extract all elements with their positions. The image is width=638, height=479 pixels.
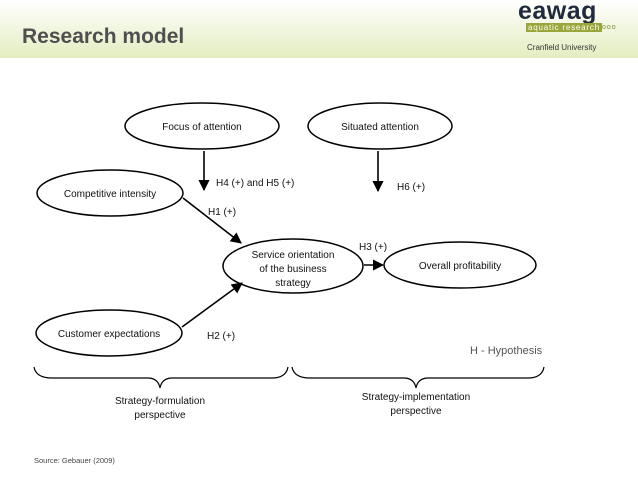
- hypothesis-legend: H - Hypothesis: [470, 345, 543, 357]
- arrow-h1: [182, 197, 242, 244]
- institution-label: Cranfield University: [527, 43, 597, 52]
- node-customer-label: Customer expectations: [58, 329, 160, 340]
- node-focus-of-attention: Focus of attention: [124, 102, 280, 150]
- node-service-label-3: strategy: [275, 278, 311, 289]
- node-competitive-label: Competitive intensity: [64, 189, 156, 200]
- node-profitability-label: Overall profitability: [419, 261, 501, 272]
- hypothesis-h6-label: H6 (+): [397, 182, 425, 193]
- formulation-label-2: perspective: [134, 410, 186, 421]
- formulation-label-1: Strategy-formulation: [115, 396, 205, 407]
- brace-implementation: [291, 366, 545, 389]
- node-service-orientation: Service orientation of the business stra…: [222, 238, 364, 294]
- source-citation: Source: Gebauer (2009): [34, 456, 115, 465]
- node-service-label-2: of the business: [259, 264, 326, 275]
- node-overall-profitability: Overall profitability: [383, 241, 537, 289]
- brace-formulation: [33, 366, 289, 389]
- hypothesis-h1-label: H1 (+): [208, 207, 236, 218]
- implementation-label-1: Strategy-implementation: [362, 392, 470, 403]
- arrow-h2: [181, 282, 243, 328]
- logo-subtitle: aquatic research: [526, 23, 602, 32]
- node-situated-attention: Situated attention: [307, 102, 453, 150]
- hypothesis-h3-label: H3 (+): [359, 242, 387, 253]
- node-situated-label: Situated attention: [341, 122, 419, 133]
- implementation-label-2: perspective: [390, 406, 442, 417]
- hypothesis-h4-h5-label: H4 (+) and H5 (+): [216, 178, 294, 189]
- logo-dots: ooo: [602, 24, 617, 31]
- node-service-label-1: Service orientation: [252, 250, 335, 261]
- node-customer-expectations: Customer expectations: [35, 309, 183, 357]
- hypothesis-h2-label: H2 (+): [207, 331, 235, 342]
- node-competitive-intensity: Competitive intensity: [36, 169, 184, 217]
- node-focus-label: Focus of attention: [162, 122, 242, 133]
- slide-title: Research model: [22, 25, 185, 48]
- logo-word: eawag: [518, 0, 597, 25]
- eawag-logo: eawag aquatic research ooo: [518, 0, 630, 33]
